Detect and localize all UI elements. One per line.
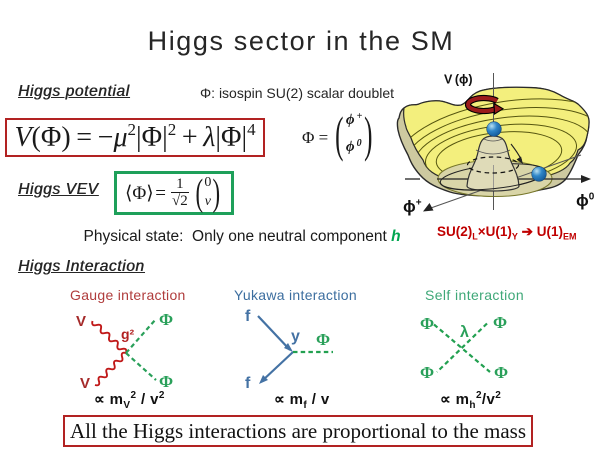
svg-text:f: f xyxy=(245,375,251,392)
svg-text:V (ϕ): V (ϕ) xyxy=(444,73,473,87)
svg-text:Φ: Φ xyxy=(494,363,508,382)
svg-text:f: f xyxy=(245,308,251,325)
svg-text:g²: g² xyxy=(121,326,135,342)
svg-text:Φ: Φ xyxy=(159,310,173,329)
svg-text:Φ: Φ xyxy=(316,330,330,349)
svg-text:Φ: Φ xyxy=(159,372,173,391)
svg-text:y: y xyxy=(291,328,300,345)
svg-text:Φ: Φ xyxy=(493,313,507,332)
svg-text:V: V xyxy=(80,375,90,392)
svg-text:V: V xyxy=(76,313,86,330)
svg-text:λ: λ xyxy=(460,324,469,341)
svg-text:Φ: Φ xyxy=(420,363,434,382)
svg-text:Φ: Φ xyxy=(420,314,434,333)
